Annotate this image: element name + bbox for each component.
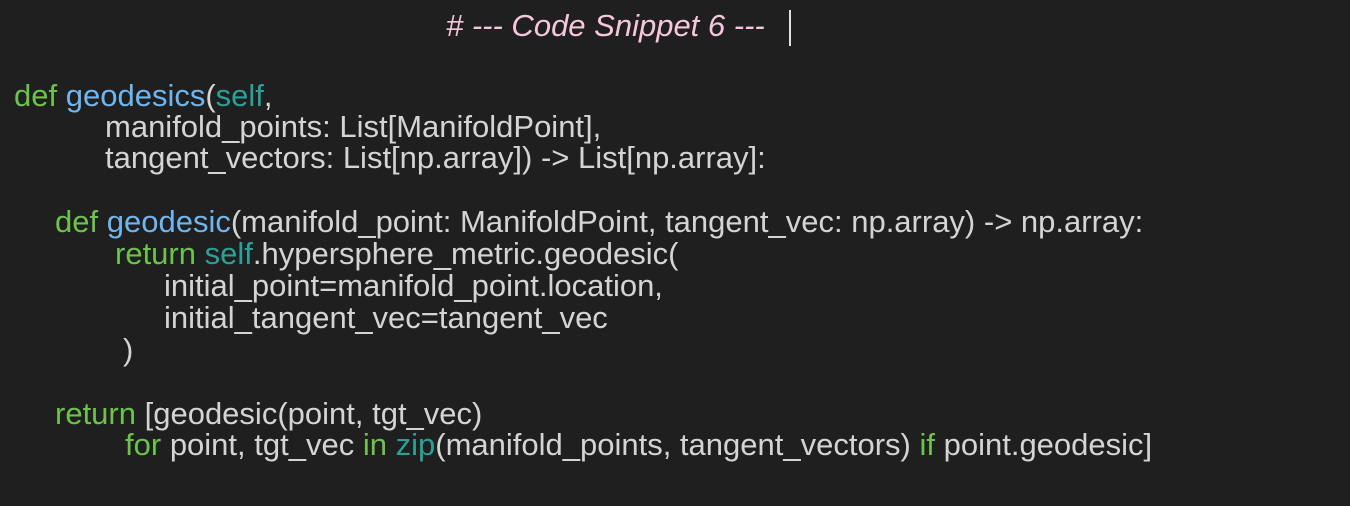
keyword-return: return <box>115 236 196 271</box>
keyword-self: self <box>215 78 264 113</box>
loop-vars: point, tgt_vec <box>169 427 355 462</box>
comma: , <box>263 78 273 113</box>
condition: point.geodesic] <box>943 427 1153 462</box>
code-line-3: tangent_vectors: List[np.array]) -> List… <box>105 140 766 175</box>
code-line-6: initial_point=manifold_point.location, <box>164 268 663 303</box>
paren-open: ( <box>205 78 216 113</box>
code-line-1: def geodesics(self, <box>14 80 273 112</box>
signature: (manifold_point: ManifoldPoint, tangent_… <box>230 204 1144 239</box>
keyword-for: for <box>125 427 162 462</box>
builtin-zip: zip <box>395 427 436 462</box>
text-cursor <box>789 10 791 46</box>
code-line-2: manifold_points: List[ManifoldPoint], <box>105 109 602 144</box>
code-line-4: def geodesic(manifold_point: ManifoldPoi… <box>55 206 1143 238</box>
code-line-7: initial_tangent_vec=tangent_vec <box>164 300 608 335</box>
method-call: .hypersphere_metric.geodesic( <box>252 236 679 271</box>
keyword-in: in <box>362 427 387 462</box>
zip-args: (manifold_points, tangent_vectors) <box>435 427 911 462</box>
keyword-self: self <box>204 236 253 271</box>
code-line-5: return self.hypersphere_metric.geodesic( <box>115 238 678 270</box>
keyword-return: return <box>55 396 136 431</box>
function-name-geodesics: geodesics <box>65 78 206 113</box>
code-line-8: ) <box>123 332 134 367</box>
keyword-def: def <box>55 204 99 239</box>
list-comprehension-start: [geodesic(point, tgt_vec) <box>144 396 483 431</box>
keyword-def: def <box>14 78 58 113</box>
function-name-geodesic: geodesic <box>106 204 231 239</box>
code-line-9: return [geodesic(point, tgt_vec) <box>55 398 482 430</box>
code-line-10: for point, tgt_vec in zip(manifold_point… <box>125 429 1152 461</box>
code-comment: # --- Code Snippet 6 --- <box>446 8 765 43</box>
keyword-if: if <box>919 427 935 462</box>
